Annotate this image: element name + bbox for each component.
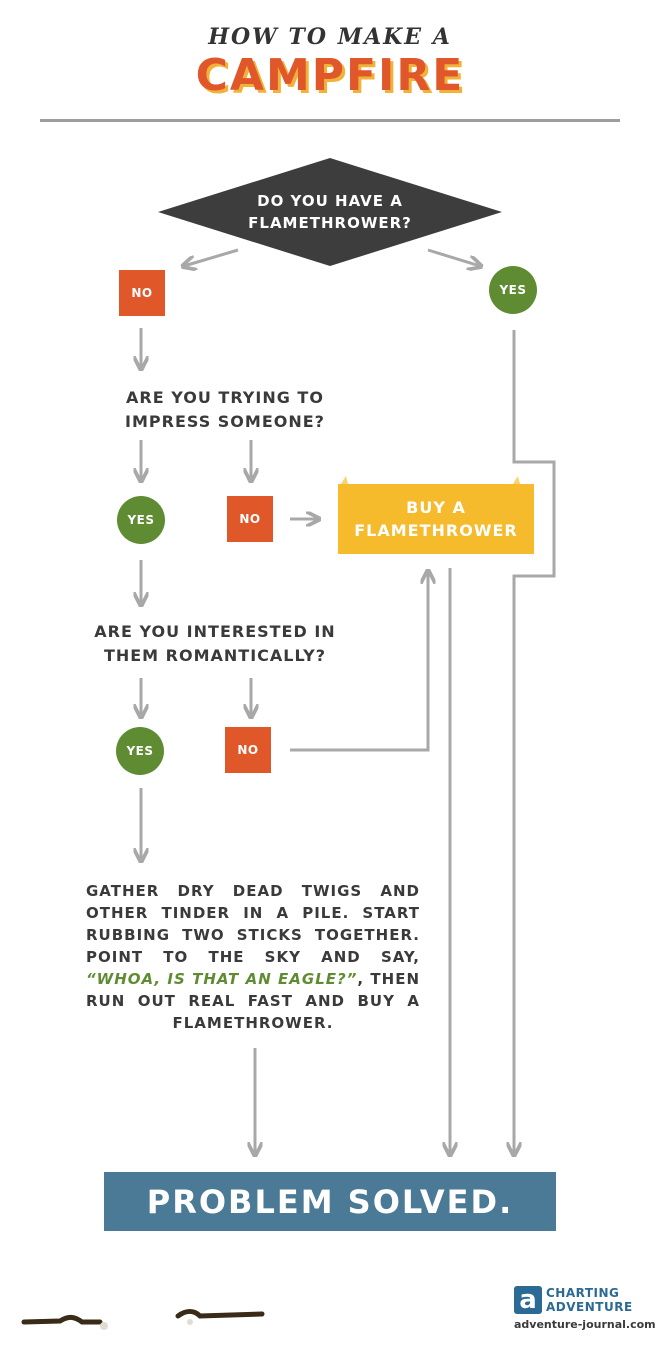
- no-node-impress: NO: [227, 496, 273, 542]
- buy-line2: FLAMETHROWER: [354, 521, 518, 540]
- buy-line1: BUY A: [406, 498, 466, 517]
- yes-node-romantic: YES: [116, 727, 164, 775]
- question-romantic-line1: ARE YOU INTERESTED IN: [94, 622, 336, 641]
- instructions-part2: , THEN RUN OUT REAL FAST AND BUY A FLAME…: [86, 970, 420, 1032]
- start-question-line1: DO YOU HAVE A: [257, 192, 403, 210]
- logo-line2: ADVENTURE: [546, 1300, 633, 1314]
- arrow-start-to-no: [184, 248, 239, 266]
- yes-node-flamethrower: YES: [489, 266, 537, 314]
- start-question-line2: FLAMETHROWER?: [248, 214, 412, 232]
- arrow-start-to-yes: [427, 248, 480, 266]
- instructions-part1: GATHER DRY DEAD TWIGS AND OTHER TINDER I…: [86, 882, 420, 966]
- buy-flamethrower-text: BUY A FLAMETHROWER: [338, 496, 534, 542]
- question-impress: ARE YOU TRYING TO IMPRESS SOMEONE?: [60, 386, 390, 434]
- title-big: CAMPFIRE: [195, 50, 465, 101]
- no-node-flamethrower: NO: [119, 270, 165, 316]
- question-romantic: ARE YOU INTERESTED IN THEM ROMANTICALLY?: [40, 620, 390, 668]
- question-impress-line1: ARE YOU TRYING TO: [126, 388, 324, 407]
- arrow-no3-to-buy: [290, 572, 428, 752]
- yes-node-impress: YES: [117, 496, 165, 544]
- instructions-quote: “WHOA, IS THAT AN EAGLE?”: [86, 970, 358, 988]
- title-small: HOW TO MAKE A: [208, 24, 452, 50]
- problem-solved-box: PROBLEM SOLVED.: [104, 1172, 556, 1231]
- buy-flamethrower-box: BUY A FLAMETHROWER: [338, 484, 534, 554]
- campfire-instructions: GATHER DRY DEAD TWIGS AND OTHER TINDER I…: [86, 880, 420, 1034]
- start-question: DO YOU HAVE A FLAMETHROWER?: [160, 190, 500, 234]
- question-impress-line2: IMPRESS SOMEONE?: [125, 412, 325, 431]
- logo-mark-icon: a: [514, 1285, 542, 1315]
- sticks-decoration: [21, 1309, 265, 1325]
- title-divider: [40, 119, 620, 122]
- no-node-romantic: NO: [225, 727, 271, 773]
- start-decision-diamond: [158, 158, 502, 266]
- question-romantic-line2: THEM ROMANTICALLY?: [103, 646, 327, 665]
- logo-line1: CHARTING: [546, 1286, 620, 1300]
- logo-url[interactable]: adventure-journal.com: [514, 1318, 656, 1331]
- arrow-yes1-to-solved: [514, 330, 556, 1154]
